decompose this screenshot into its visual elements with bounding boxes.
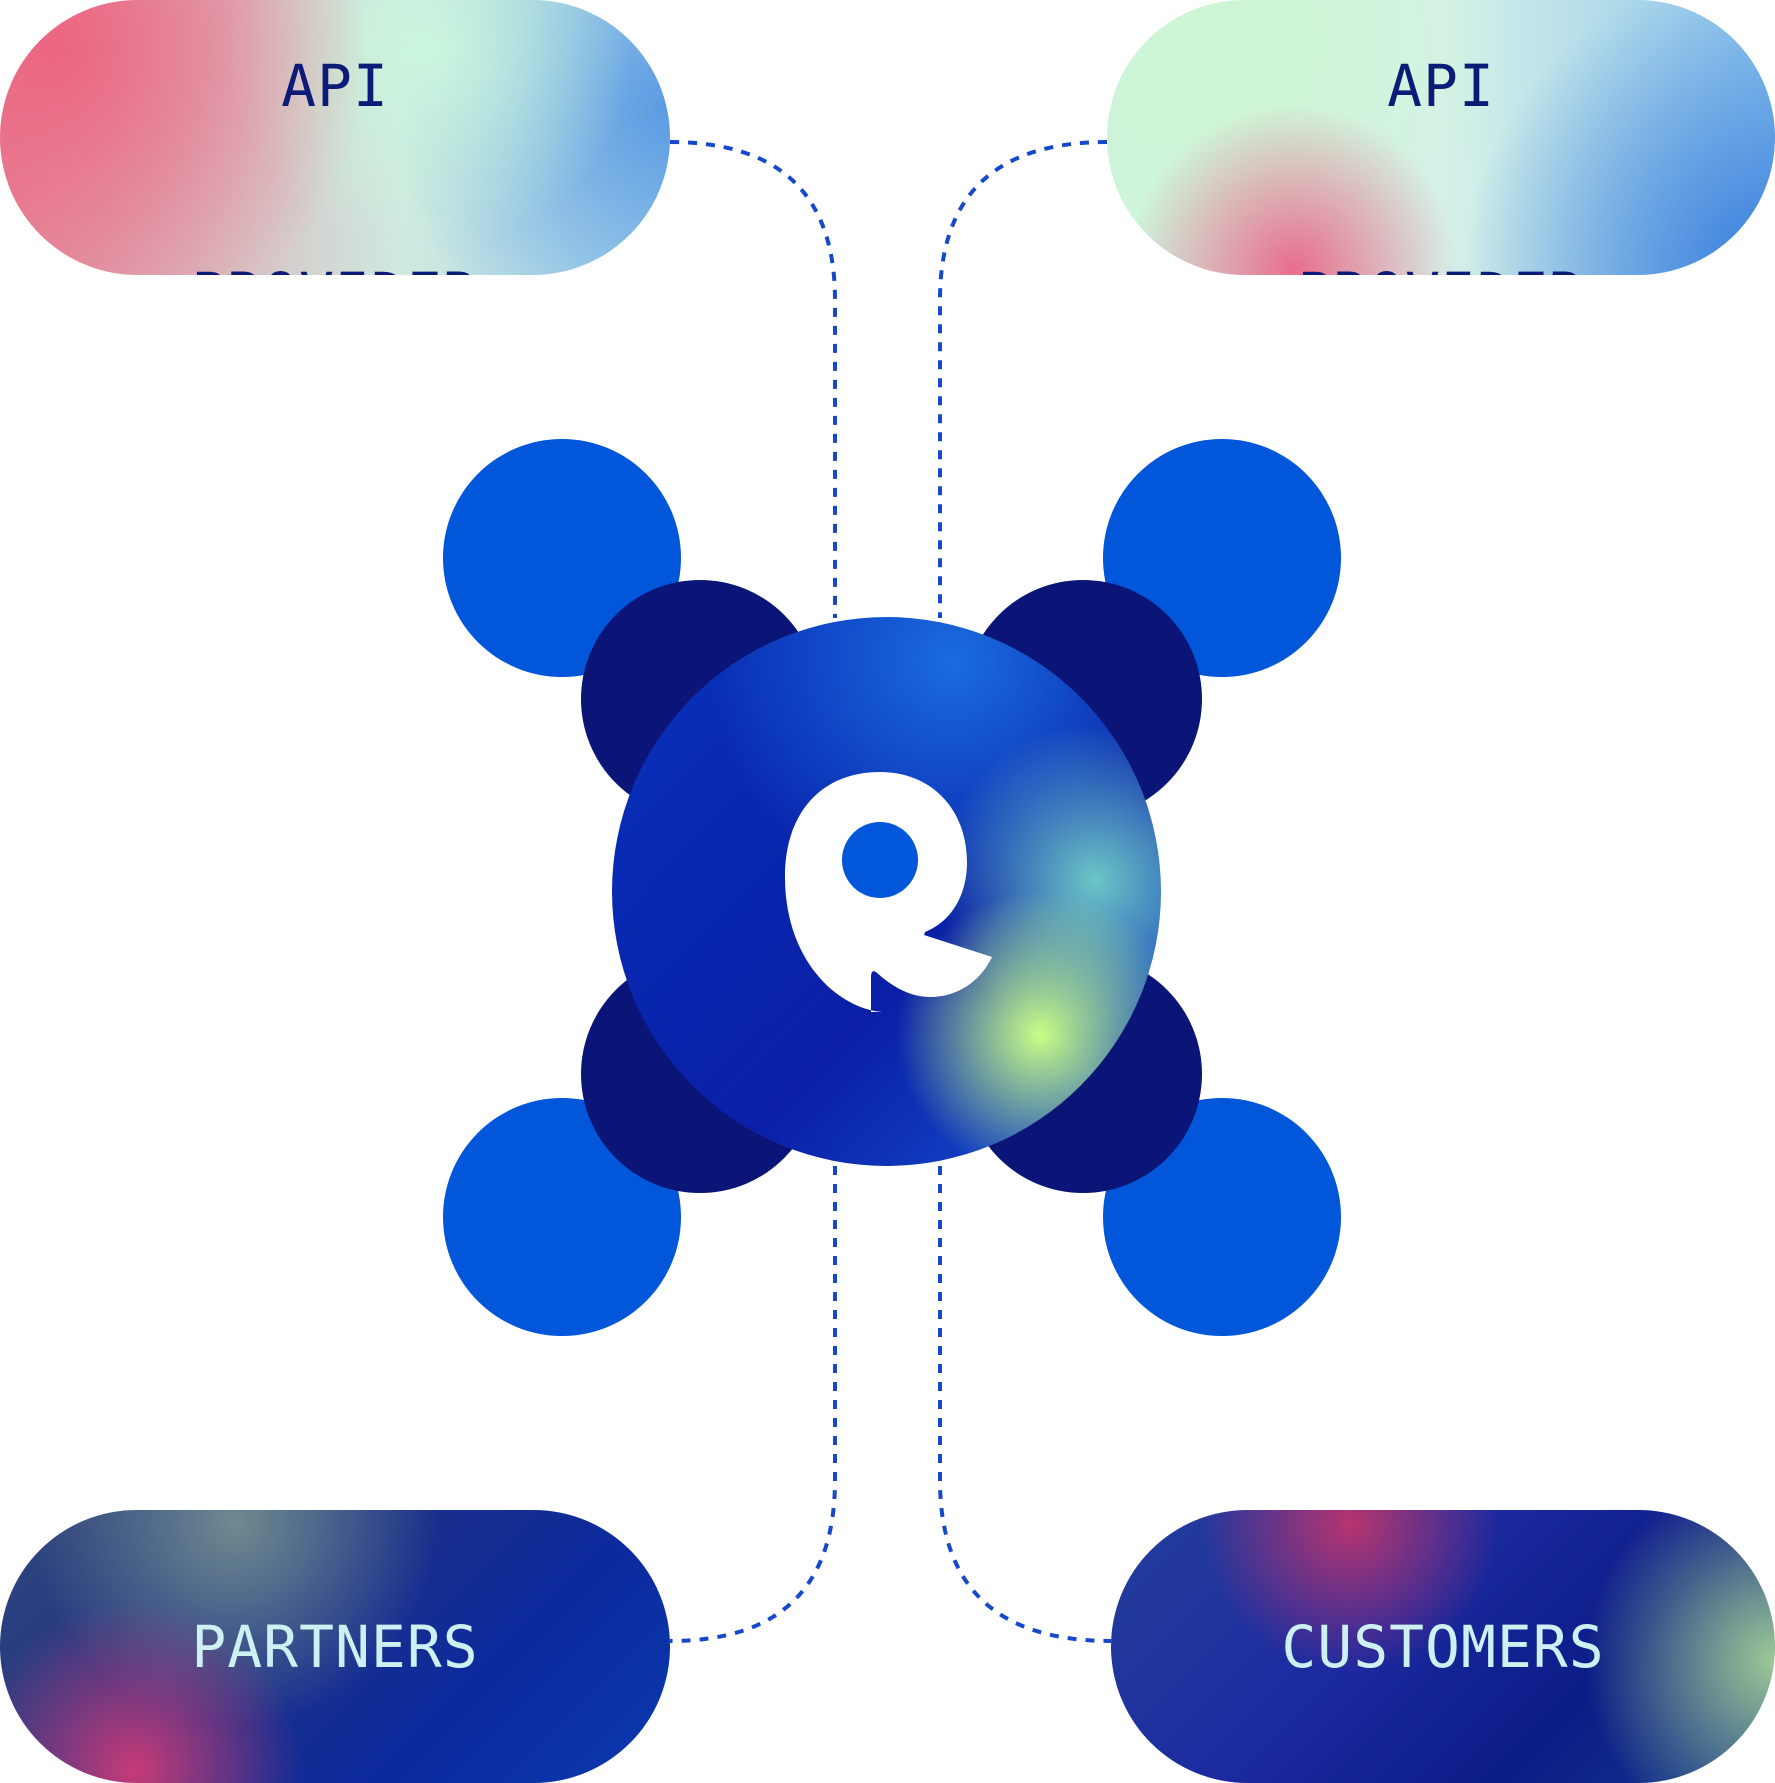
brand-logo-icon	[785, 772, 992, 1012]
pill-label: API PROVIDER	[171, 0, 498, 276]
pill-label: API PROVIDER	[1277, 0, 1604, 276]
pill-label-line1: API	[281, 51, 389, 120]
connector-bottom-left	[669, 1166, 837, 1643]
api-provider-pill-top-right: API PROVIDER	[1107, 0, 1775, 275]
connector-top-right	[938, 140, 1108, 618]
connector-top-left	[669, 140, 837, 618]
pill-label-line2: PROVIDER	[1297, 260, 1584, 276]
hub-circle	[612, 617, 1161, 1166]
customers-pill: CUSTOMERS	[1111, 1510, 1775, 1783]
pill-label-line2: PROVIDER	[191, 260, 478, 276]
pill-label: CUSTOMERS	[1281, 1612, 1605, 1681]
pill-label-line1: API	[1387, 51, 1495, 120]
connector-bottom-right	[938, 1166, 1112, 1643]
api-provider-pill-top-left: API PROVIDER	[0, 0, 670, 275]
partners-pill: PARTNERS	[0, 1510, 670, 1783]
pill-label: PARTNERS	[191, 1612, 479, 1681]
